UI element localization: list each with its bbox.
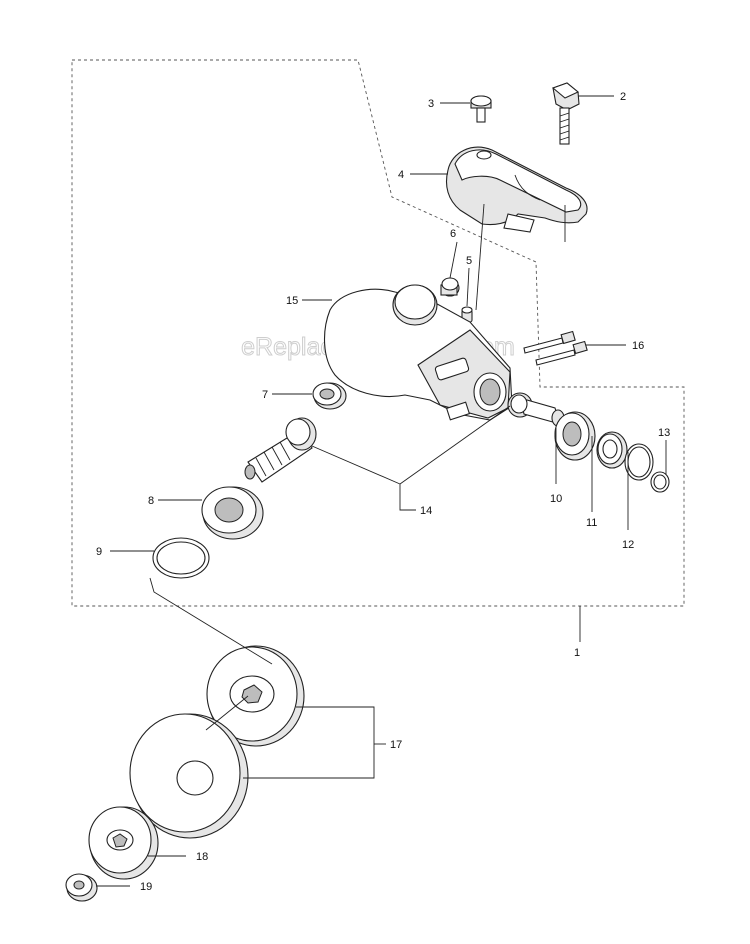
output-shaft-icon <box>507 392 565 427</box>
callout-10: 10 <box>550 493 562 505</box>
circlip-icon <box>650 471 670 493</box>
callout-12: 12 <box>622 539 634 551</box>
bearing-icon <box>554 411 596 461</box>
callout-14: 14 <box>420 505 432 517</box>
washer-icon <box>596 431 628 469</box>
nut-icon <box>65 873 98 902</box>
washer-icon <box>88 806 159 880</box>
bevel-gear-icon <box>244 417 317 483</box>
bearing-icon <box>201 486 264 540</box>
callout-11: 11 <box>586 517 597 529</box>
circlip-icon <box>624 443 654 481</box>
callout-15: 15 <box>286 295 298 307</box>
callout-17: 17 <box>390 739 402 751</box>
callout-6: 6 <box>450 228 456 240</box>
guard-plate-icon <box>129 713 249 839</box>
callout-5: 5 <box>466 255 472 267</box>
bolt-icon <box>523 330 588 366</box>
flange-icon <box>206 645 305 747</box>
callout-16: 16 <box>632 340 644 352</box>
callout-19: 19 <box>140 881 152 893</box>
clamp-screw-icon <box>551 82 580 145</box>
callout-2: 2 <box>620 91 626 103</box>
clamp-icon <box>445 146 588 233</box>
callout-8: 8 <box>148 495 154 507</box>
leader-lines <box>96 95 667 887</box>
callout-9: 9 <box>96 546 102 558</box>
plug-screw-icon <box>440 277 460 297</box>
callout-18: 18 <box>196 851 208 863</box>
circlip-icon <box>152 537 210 579</box>
bearing-icon <box>312 382 347 410</box>
callout-7: 7 <box>262 389 268 401</box>
callout-13: 13 <box>658 427 670 439</box>
callout-1: 1 <box>574 647 580 659</box>
assembly-boundary <box>71 59 685 607</box>
callout-4: 4 <box>398 169 404 181</box>
gear-housing-icon <box>323 284 513 421</box>
screw-icon <box>470 95 492 123</box>
callout-3: 3 <box>428 98 434 110</box>
